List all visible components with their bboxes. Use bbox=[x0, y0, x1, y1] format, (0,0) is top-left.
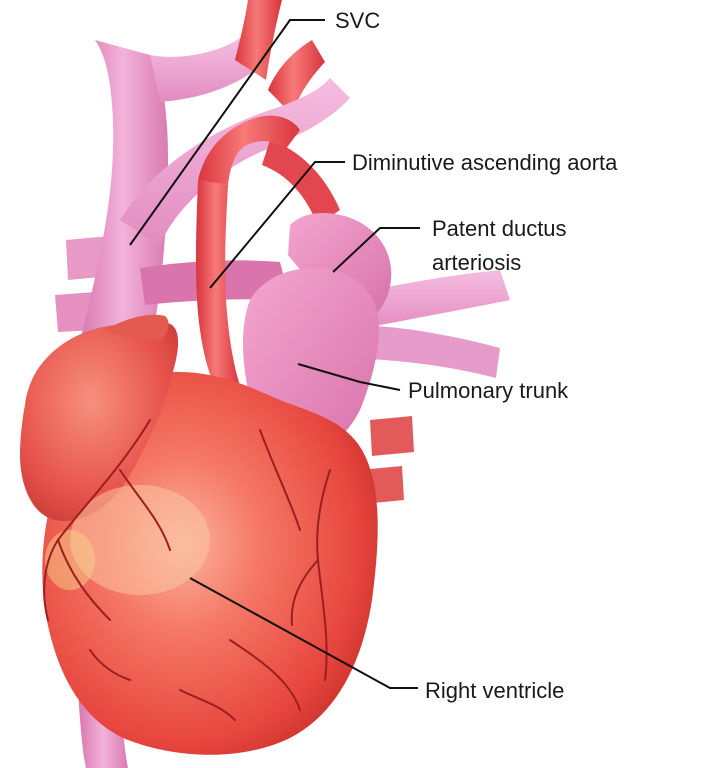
heart-highlight-2 bbox=[45, 530, 95, 590]
svc-label: SVC bbox=[335, 8, 380, 33]
ventricle-label: Right ventricle bbox=[425, 678, 564, 703]
right-vessel-stub-1 bbox=[370, 416, 414, 456]
aorta-label: Diminutive ascending aorta bbox=[352, 150, 618, 175]
ductus-label-line2: arteriosis bbox=[432, 250, 521, 275]
ductus-label-line1: Patent ductus bbox=[432, 216, 567, 241]
pulmonary-label: Pulmonary trunk bbox=[408, 378, 569, 403]
heart-highlight bbox=[70, 485, 210, 595]
